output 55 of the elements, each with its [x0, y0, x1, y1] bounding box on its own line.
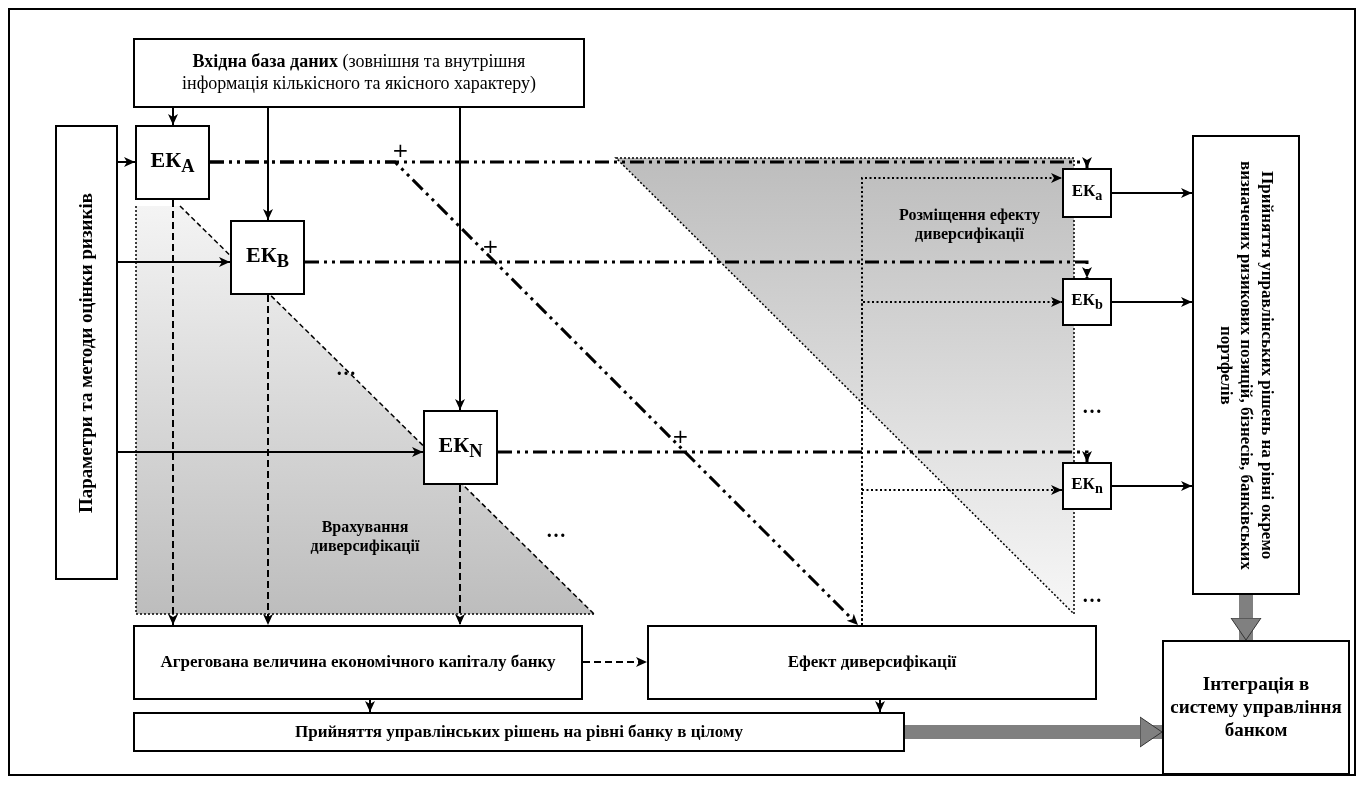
dashed-arrow	[263, 294, 273, 626]
plus-sign: +	[482, 236, 499, 256]
arrow	[875, 699, 885, 713]
arrow	[117, 157, 136, 167]
box-text: ЕК$_{n}$	[1070, 474, 1104, 498]
process-box	[135, 125, 210, 200]
ellipsis: …	[1082, 585, 1102, 605]
dashed-arrow	[168, 199, 178, 626]
box-text: Інтеграція в систему управління банком	[1169, 673, 1343, 742]
process-box	[1192, 135, 1300, 595]
process-box	[1062, 278, 1112, 326]
region-label: Врахування диверсифікації	[309, 517, 421, 556]
box-text: Агрегована величина економічного капіталу банку	[159, 652, 557, 673]
process-box	[133, 38, 585, 108]
region-label: Розміщення ефекту диверсифікації	[898, 205, 1041, 244]
arrow	[1111, 297, 1193, 307]
process-box	[423, 410, 498, 485]
box-text: Ефект диверсифікації	[786, 652, 958, 673]
dash-dot-arrow	[498, 450, 1092, 462]
arrow	[1111, 188, 1193, 198]
arrow	[263, 107, 273, 221]
block-arrow	[1230, 595, 1262, 641]
arrow	[365, 699, 375, 713]
ellipsis: …	[1082, 396, 1102, 416]
box-text: ЕК$_{B}$	[245, 241, 290, 274]
arrow	[455, 107, 465, 411]
process-box	[647, 625, 1097, 700]
box-text: ЕК$_{A}$	[149, 146, 196, 179]
box-text: ЕК$_{b}$	[1070, 290, 1104, 314]
box-text: ЕК$_{a}$	[1070, 181, 1104, 205]
arrow	[1111, 481, 1193, 491]
dash-dot-arrow	[210, 160, 860, 627]
block-arrow	[905, 716, 1163, 748]
ellipsis: …	[546, 520, 566, 540]
box-text: Параметри та методи оцінки ризиків	[75, 191, 98, 515]
arrow	[117, 257, 231, 267]
process-box	[1062, 168, 1112, 218]
process-box	[230, 220, 305, 295]
box-text: Вхідна база даних (зовнішня та внутрішня інформація кількісного та якісного характеру)	[181, 51, 537, 95]
plus-sign: +	[392, 140, 409, 160]
ellipsis: …	[336, 358, 356, 378]
dash-dot-arrow	[305, 260, 1092, 278]
process-box	[1162, 640, 1350, 775]
box-text: ЕК$_{N}$	[437, 431, 484, 464]
dashed-arrow	[455, 484, 465, 626]
dashed-arrow	[582, 657, 648, 667]
box-text: Прийняття управлінських рішень на рівні окремо визначених ризикових позицій, бізнесів, банківських портфелів	[1215, 159, 1277, 572]
box-text: Прийняття управлінських рішень на рівні банку в цілому	[294, 721, 744, 743]
process-box	[55, 125, 118, 580]
process-box	[1062, 462, 1112, 510]
plus-sign: +	[672, 426, 689, 446]
process-box	[133, 712, 905, 752]
arrow	[168, 107, 178, 126]
process-box	[133, 625, 583, 700]
arrow	[117, 447, 424, 457]
